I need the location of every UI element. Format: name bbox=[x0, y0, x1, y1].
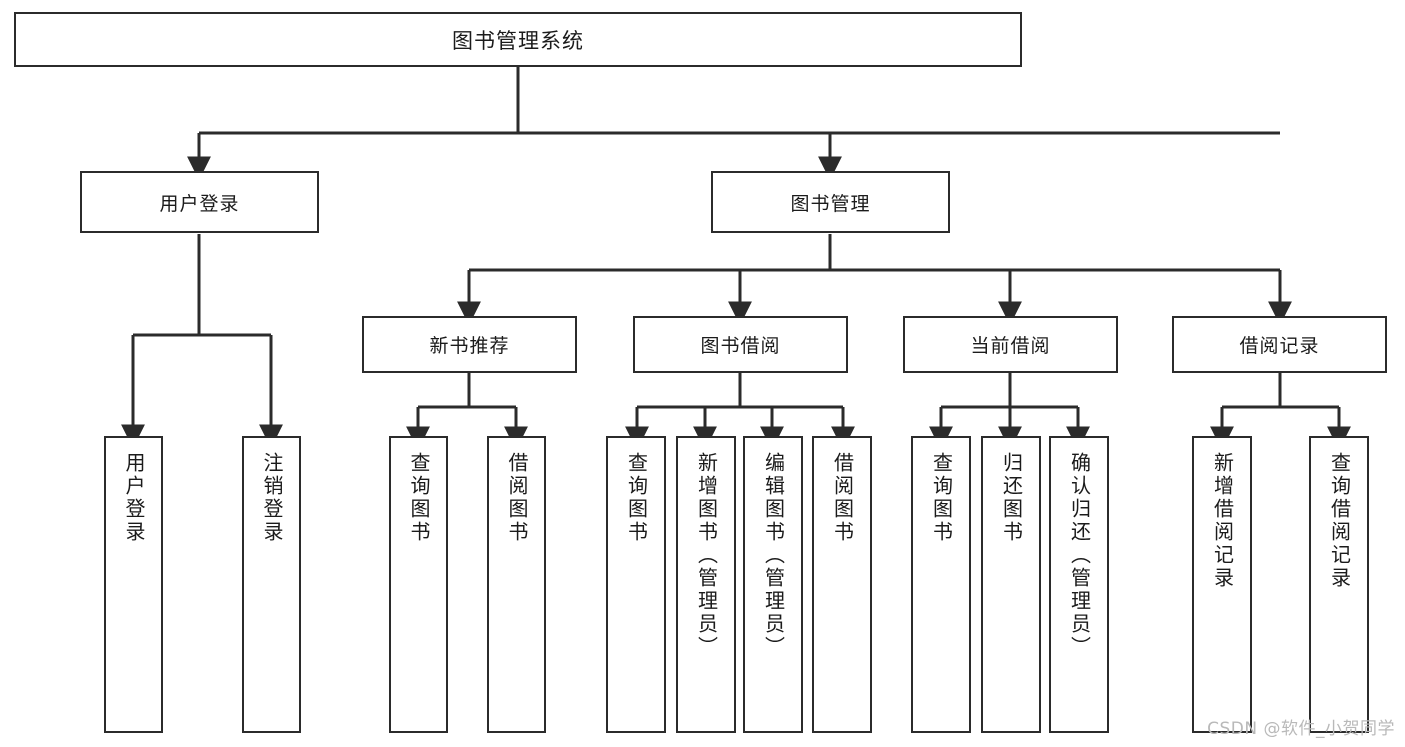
leaf-borrow-add-book[interactable]: 新增图书（管理员） bbox=[676, 436, 736, 733]
leaf-recommend-borrow-book[interactable]: 借阅图书 bbox=[487, 436, 546, 733]
node-user-login-label: 用户登录 bbox=[159, 192, 240, 215]
node-root-label: 图书管理系统 bbox=[452, 28, 584, 53]
node-book-management-label: 图书管理 bbox=[790, 192, 871, 215]
leaf-borrow-edit-book[interactable]: 编辑图书（管理员） bbox=[743, 436, 803, 733]
leaf-current-query-book-label: 查询图书 bbox=[929, 452, 954, 544]
leaf-recommend-borrow-book-label: 借阅图书 bbox=[505, 452, 529, 544]
leaf-borrow-query-book-label: 查询图书 bbox=[624, 452, 649, 544]
node-book-management[interactable]: 图书管理 bbox=[711, 171, 950, 233]
node-book-borrow-label: 图书借阅 bbox=[700, 335, 781, 357]
leaf-record-query-record-label: 查询借阅记录 bbox=[1327, 452, 1352, 590]
leaf-user-login-signout[interactable]: 注销登录 bbox=[242, 436, 301, 733]
watermark-text: CSDN @软件_小贺同学 bbox=[1207, 719, 1395, 739]
node-borrow-record[interactable]: 借阅记录 bbox=[1172, 316, 1387, 373]
node-new-book-recommend-label: 新书推荐 bbox=[429, 335, 510, 357]
leaf-current-query-book[interactable]: 查询图书 bbox=[911, 436, 971, 733]
leaf-user-login-signout-label: 注销登录 bbox=[260, 452, 284, 544]
leaf-current-confirm-return-label: 确认归还（管理员） bbox=[1067, 452, 1092, 659]
leaf-recommend-query-book-label: 查询图书 bbox=[407, 452, 431, 544]
leaf-borrow-query-book[interactable]: 查询图书 bbox=[606, 436, 666, 733]
node-current-borrow[interactable]: 当前借阅 bbox=[903, 316, 1118, 373]
leaf-record-query-record[interactable]: 查询借阅记录 bbox=[1309, 436, 1369, 733]
node-book-borrow[interactable]: 图书借阅 bbox=[633, 316, 848, 373]
leaf-current-return-book[interactable]: 归还图书 bbox=[981, 436, 1041, 733]
leaf-borrow-borrow-book[interactable]: 借阅图书 bbox=[812, 436, 872, 733]
leaf-record-add-record[interactable]: 新增借阅记录 bbox=[1192, 436, 1252, 733]
leaf-current-return-book-label: 归还图书 bbox=[999, 452, 1024, 544]
leaf-recommend-query-book[interactable]: 查询图书 bbox=[389, 436, 448, 733]
leaf-borrow-add-book-label: 新增图书（管理员） bbox=[694, 452, 719, 659]
node-new-book-recommend[interactable]: 新书推荐 bbox=[362, 316, 577, 373]
leaf-current-confirm-return[interactable]: 确认归还（管理员） bbox=[1049, 436, 1109, 733]
node-current-borrow-label: 当前借阅 bbox=[970, 335, 1051, 357]
leaf-record-add-record-label: 新增借阅记录 bbox=[1210, 452, 1235, 590]
leaf-borrow-edit-book-label: 编辑图书（管理员） bbox=[761, 452, 786, 659]
leaf-user-login-signin-label: 用户登录 bbox=[122, 452, 146, 544]
leaf-borrow-borrow-book-label: 借阅图书 bbox=[830, 452, 855, 544]
node-borrow-record-label: 借阅记录 bbox=[1239, 335, 1320, 357]
node-user-login[interactable]: 用户登录 bbox=[80, 171, 319, 233]
node-root[interactable]: 图书管理系统 bbox=[14, 12, 1022, 67]
leaf-user-login-signin[interactable]: 用户登录 bbox=[104, 436, 163, 733]
